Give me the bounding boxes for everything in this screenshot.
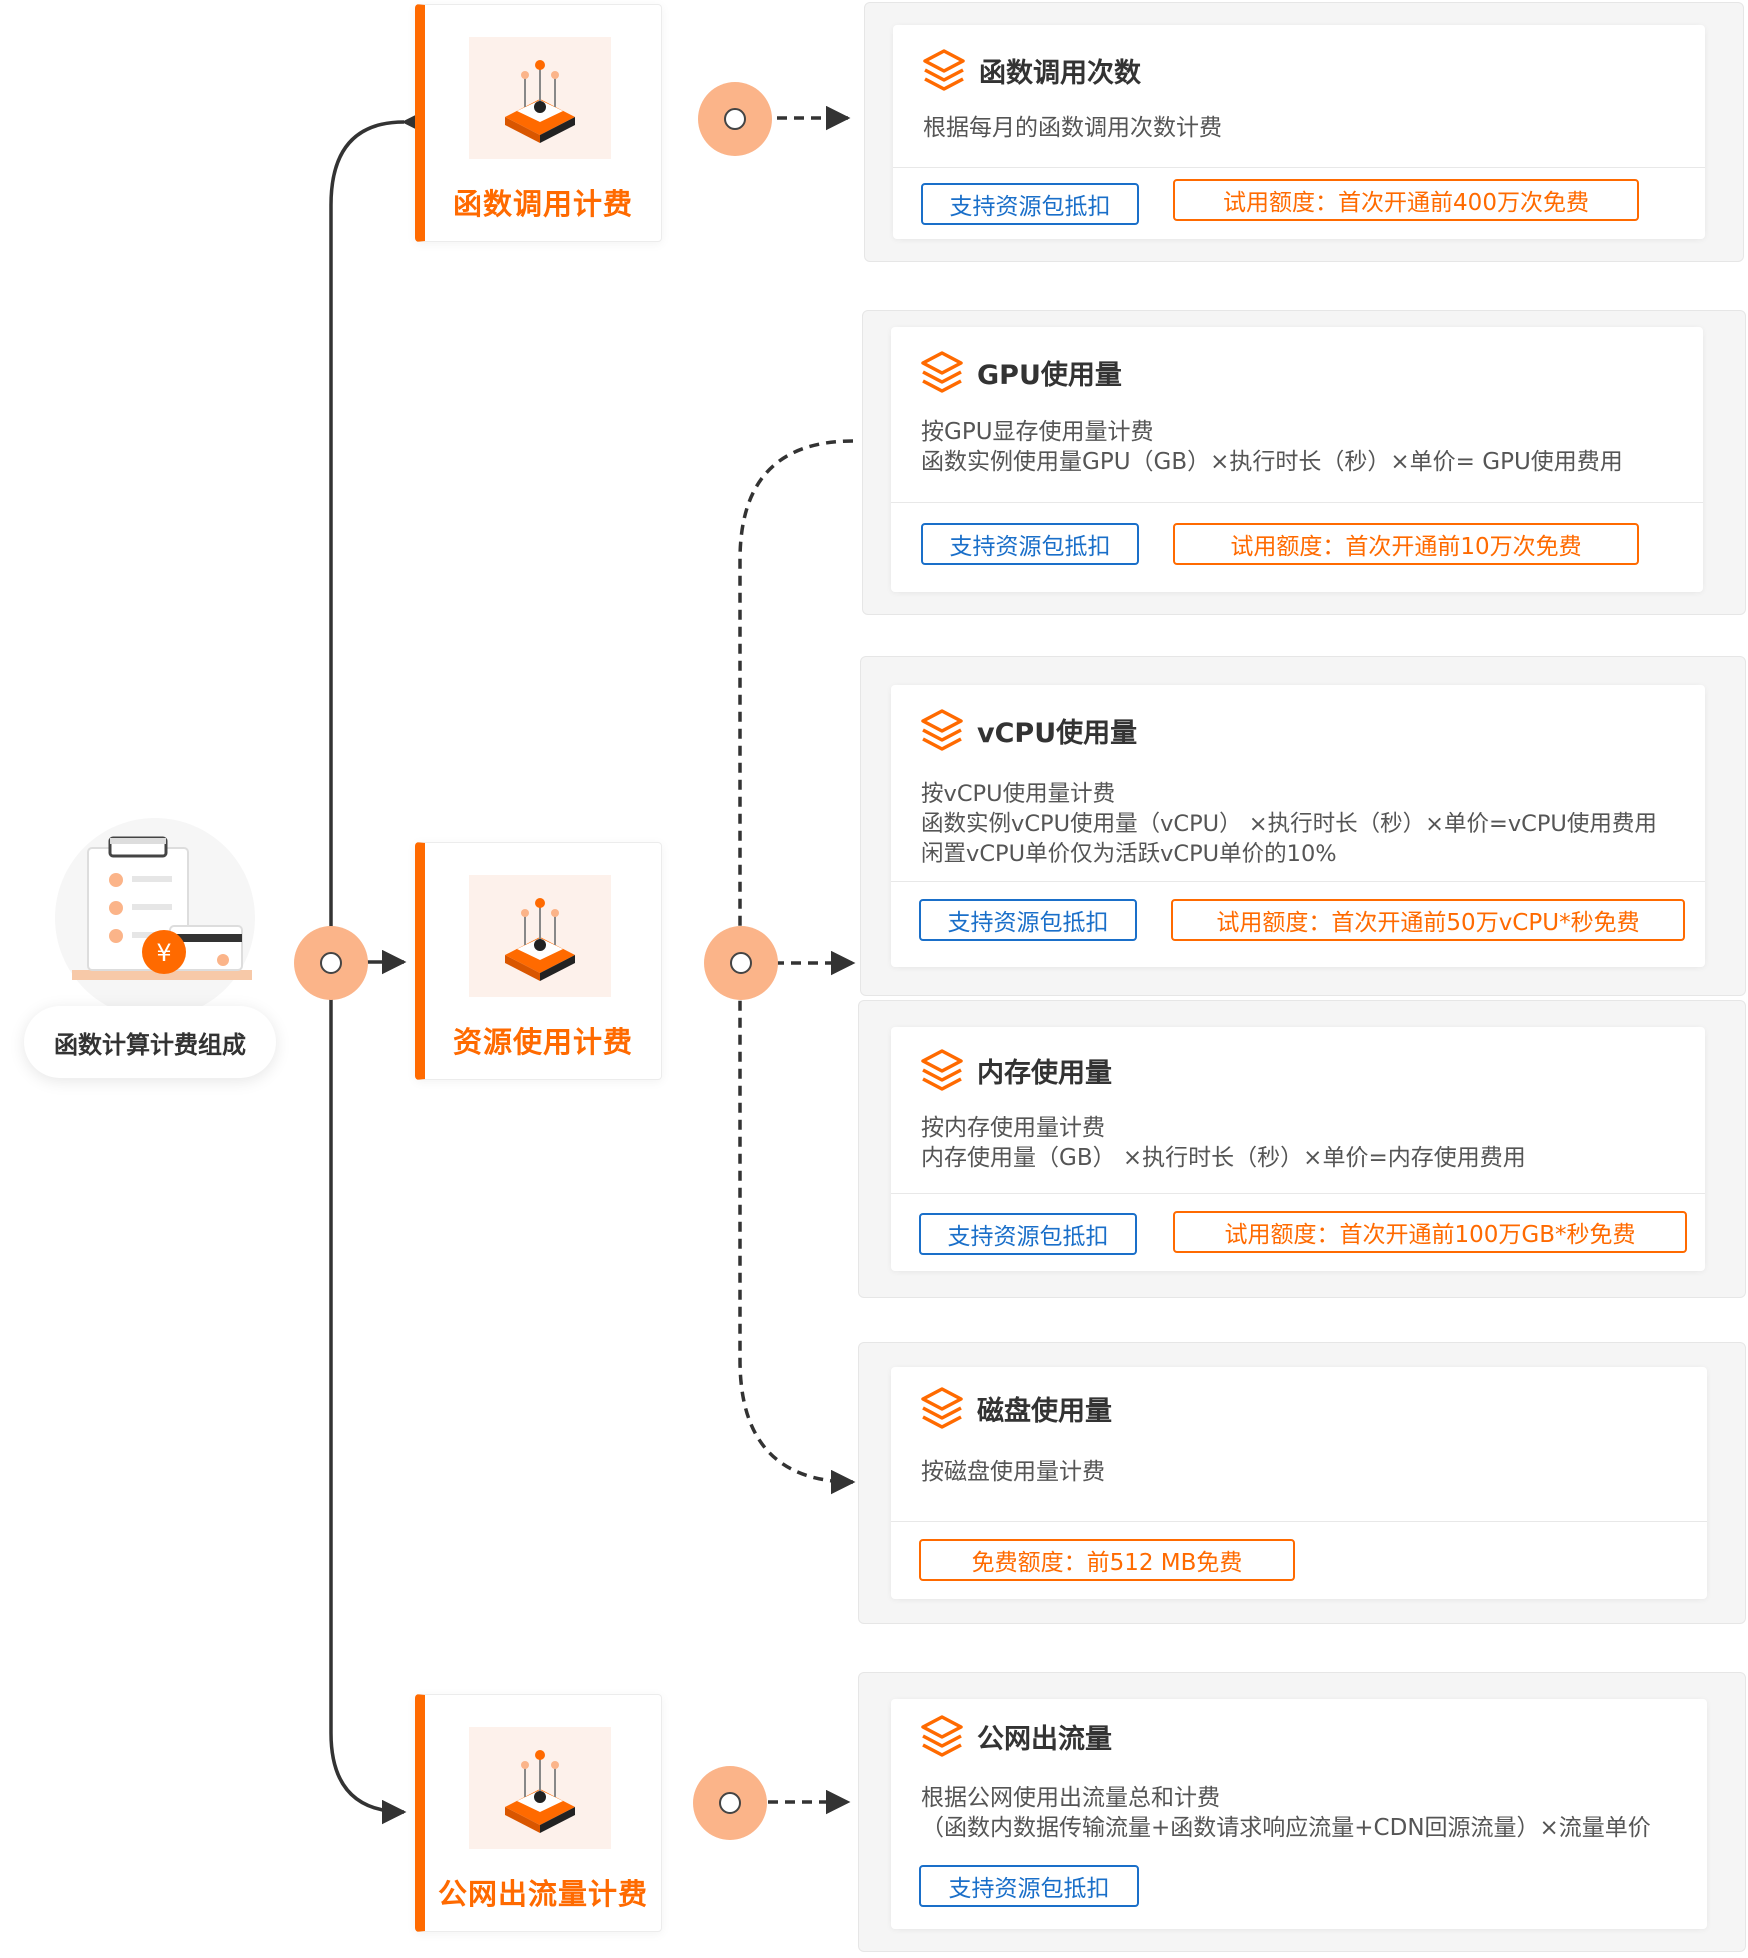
detail-card: 内存使用量 按内存使用量计费 内存使用量（GB） ×执行时长（秒）×单价=内存使… [891, 1027, 1705, 1271]
category-egress-card: 公网出流量计费 [415, 1694, 662, 1932]
detail-title: vCPU使用量 [977, 717, 1138, 749]
divider [891, 881, 1705, 882]
compute-node-icon [469, 875, 611, 997]
detail-line: 按GPU显存使用量计费 [921, 419, 1154, 445]
detail-card: GPU使用量 按GPU显存使用量计费 函数实例使用量GPU（GB）×执行时长（秒… [891, 327, 1703, 592]
detail-line: 根据公网使用出流量总和计费 [921, 1785, 1220, 1811]
detail-line: 按磁盘使用量计费 [921, 1459, 1105, 1485]
billing-clipboard-icon: ¥ [55, 818, 255, 1018]
resource-pack-tag: 支持资源包抵扣 [921, 523, 1139, 565]
detail-card: 函数调用次数 根据每月的函数调用次数计费 支持资源包抵扣 试用额度：首次开通前4… [893, 25, 1705, 239]
hub-resource [704, 926, 778, 1000]
category-invocation-card: 函数调用计费 [415, 4, 662, 242]
detail-card: 公网出流量 根据公网使用出流量总和计费 （函数内数据传输流量+函数请求响应流量+… [891, 1699, 1707, 1929]
detail-description: 根据每月的函数调用次数计费 [923, 113, 1695, 143]
detail-title: 磁盘使用量 [977, 1395, 1112, 1427]
category-title: 公网出流量计费 [437, 1877, 648, 1911]
divider [891, 502, 1703, 503]
detail-panel-invocations: 函数调用次数 根据每月的函数调用次数计费 支持资源包抵扣 试用额度：首次开通前4… [864, 2, 1744, 262]
stack-layers-icon [921, 47, 967, 93]
divider [893, 167, 1705, 168]
detail-description: 按GPU显存使用量计费 函数实例使用量GPU（GB）×执行时长（秒）×单价= G… [921, 417, 1693, 477]
svg-text:¥: ¥ [156, 939, 171, 967]
detail-description: 按磁盘使用量计费 [921, 1457, 1697, 1487]
detail-line: 按vCPU使用量计费 [921, 781, 1116, 807]
billing-illustration: ¥ [40, 818, 270, 1018]
detail-line: 按内存使用量计费 [921, 1115, 1105, 1141]
resource-pack-tag: 支持资源包抵扣 [921, 183, 1139, 225]
trial-quota-tag: 试用额度：首次开通前50万vCPU*秒免费 [1171, 899, 1685, 941]
category-title: 函数调用计费 [452, 187, 633, 221]
detail-panel-egress: 公网出流量 根据公网使用出流量总和计费 （函数内数据传输流量+函数请求响应流量+… [858, 1672, 1746, 1952]
detail-panel-disk: 磁盘使用量 按磁盘使用量计费 免费额度：前512 MB免费 [858, 1342, 1746, 1624]
stack-layers-icon [919, 349, 965, 395]
detail-line: （函数内数据传输流量+函数请求响应流量+CDN回源流量）×流量单价 [921, 1815, 1651, 1841]
trial-quota-tag: 试用额度：首次开通前10万次免费 [1173, 523, 1639, 565]
detail-title: 公网出流量 [977, 1723, 1112, 1755]
detail-description: 根据公网使用出流量总和计费 （函数内数据传输流量+函数请求响应流量+CDN回源流… [921, 1783, 1697, 1843]
stack-layers-icon [919, 707, 965, 753]
detail-title: 内存使用量 [977, 1057, 1112, 1089]
detail-description: 按内存使用量计费 内存使用量（GB） ×执行时长（秒）×单价=内存使用费用 [921, 1113, 1695, 1173]
detail-title: GPU使用量 [977, 359, 1122, 391]
detail-line: 根据每月的函数调用次数计费 [923, 115, 1222, 141]
detail-line: 闲置vCPU单价仅为活跃vCPU单价的10% [921, 841, 1337, 867]
hub-invocation [698, 82, 772, 156]
stack-layers-icon [919, 1385, 965, 1431]
detail-card: 磁盘使用量 按磁盘使用量计费 免费额度：前512 MB免费 [891, 1367, 1707, 1599]
trial-quota-tag: 试用额度：首次开通前400万次免费 [1173, 179, 1639, 221]
detail-title: 函数调用次数 [979, 57, 1141, 89]
stack-layers-icon [919, 1047, 965, 1093]
trial-quota-tag: 试用额度：首次开通前100万GB*秒免费 [1173, 1211, 1687, 1253]
stack-layers-icon [919, 1713, 965, 1759]
detail-panel-gpu: GPU使用量 按GPU显存使用量计费 函数实例使用量GPU（GB）×执行时长（秒… [862, 310, 1746, 615]
compute-node-icon [469, 1727, 611, 1849]
divider [891, 1521, 1707, 1522]
detail-line: 内存使用量（GB） ×执行时长（秒）×单价=内存使用费用 [921, 1145, 1526, 1171]
detail-card: vCPU使用量 按vCPU使用量计费 函数实例vCPU使用量（vCPU） ×执行… [891, 685, 1705, 967]
category-resource-card: 资源使用计费 [415, 842, 662, 1080]
detail-panel-vcpu: vCPU使用量 按vCPU使用量计费 函数实例vCPU使用量（vCPU） ×执行… [860, 656, 1746, 996]
compute-node-icon [469, 37, 611, 159]
detail-line: 函数实例vCPU使用量（vCPU） ×执行时长（秒）×单价=vCPU使用费用 [921, 811, 1657, 837]
resource-pack-tag: 支持资源包抵扣 [919, 1865, 1139, 1907]
detail-description: 按vCPU使用量计费 函数实例vCPU使用量（vCPU） ×执行时长（秒）×单价… [921, 779, 1695, 869]
category-title: 资源使用计费 [452, 1025, 633, 1059]
detail-line: 函数实例使用量GPU（GB）×执行时长（秒）×单价= GPU使用费用 [921, 449, 1623, 475]
hub-egress [693, 1766, 767, 1840]
resource-pack-tag: 支持资源包抵扣 [919, 1213, 1137, 1255]
free-quota-tag: 免费额度：前512 MB免费 [919, 1539, 1295, 1581]
root-label: 函数计算计费组成 [24, 1006, 276, 1078]
resource-pack-tag: 支持资源包抵扣 [919, 899, 1137, 941]
root-hub [294, 926, 368, 1000]
detail-panel-memory: 内存使用量 按内存使用量计费 内存使用量（GB） ×执行时长（秒）×单价=内存使… [858, 1000, 1746, 1298]
divider [891, 1193, 1705, 1194]
